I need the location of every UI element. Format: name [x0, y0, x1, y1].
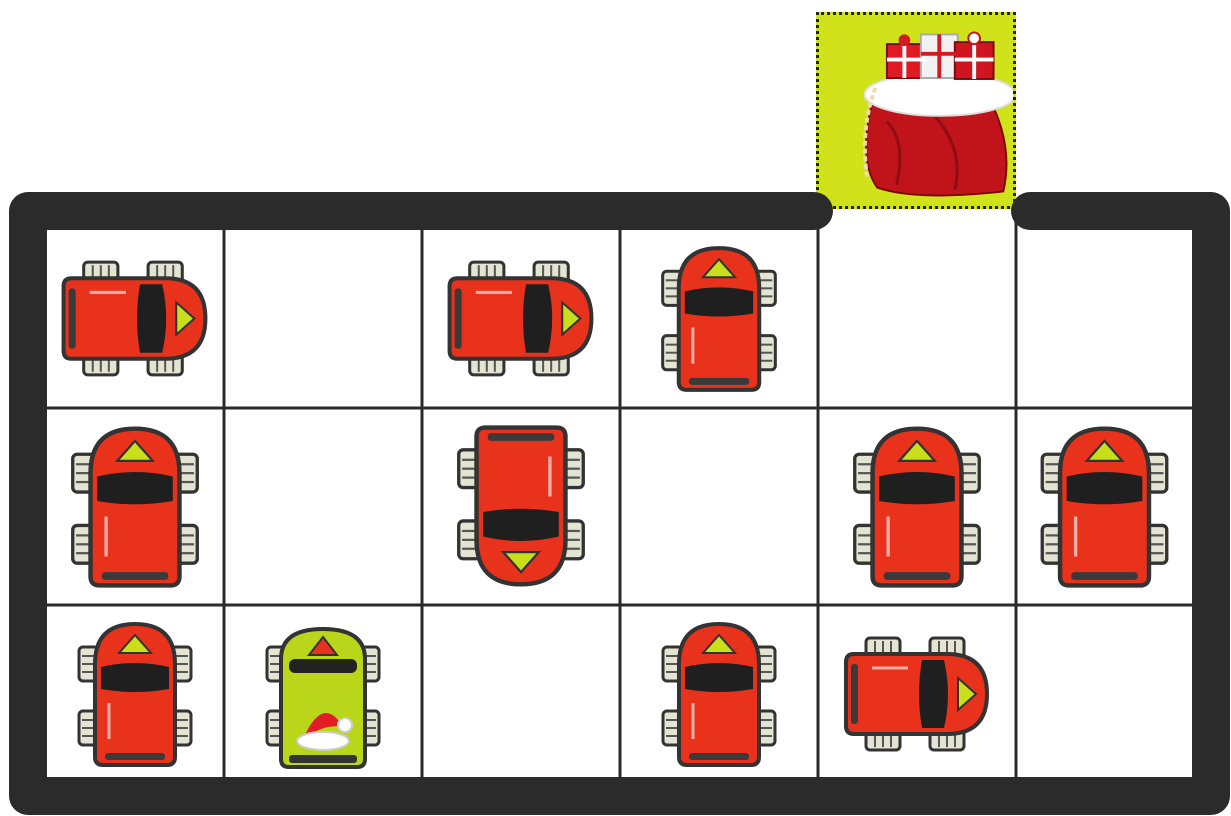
- red-robot-car-icon: [822, 412, 1012, 601]
- red-robot-car-icon: [426, 233, 616, 404]
- red-robot-car-icon: [624, 233, 814, 404]
- santa-hat-robot-car-icon: [228, 609, 418, 779]
- red-car-right: [822, 609, 1012, 779]
- red-robot-car-icon: [1020, 412, 1189, 601]
- red-robot-car-icon: [624, 609, 814, 779]
- player-santa-car: [228, 609, 418, 779]
- red-car-right: [50, 233, 220, 404]
- red-robot-car-icon: [822, 609, 1012, 779]
- red-robot-car-icon: [426, 412, 616, 601]
- red-robot-car-icon: [50, 233, 220, 404]
- santa-gift-sack-icon: [819, 15, 1013, 206]
- red-car-down: [426, 412, 616, 601]
- red-car-up: [624, 233, 814, 404]
- game-board: [8, 191, 1231, 816]
- red-car-right: [426, 233, 616, 404]
- red-robot-car-icon: [50, 412, 220, 601]
- red-car-up: [1020, 412, 1189, 601]
- red-robot-car-icon: [50, 609, 220, 779]
- red-car-up: [50, 412, 220, 601]
- red-car-up: [624, 609, 814, 779]
- goal-gift-sack-tile: [816, 12, 1016, 209]
- red-car-up: [822, 412, 1012, 601]
- red-car-up: [50, 609, 220, 779]
